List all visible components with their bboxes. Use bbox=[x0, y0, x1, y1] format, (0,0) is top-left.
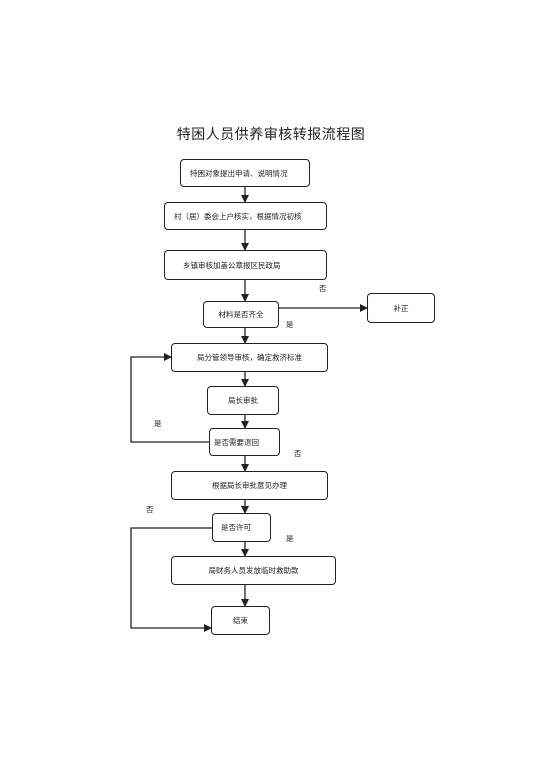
step-village-text: 村（居）委会上户核实，根据情况初核 bbox=[174, 211, 302, 221]
label-complete-no: 否 bbox=[319, 284, 327, 293]
decision-permit: 是否许可 bbox=[212, 513, 271, 542]
decision-complete-text: 材料是否齐全 bbox=[218, 310, 264, 319]
step-township: 乡镇审核加盖公章报区民政局 bbox=[164, 250, 327, 280]
decision-return-text: 是否需要退回 bbox=[214, 437, 259, 447]
step-apply-text: 特困对象提出申请、说明情况 bbox=[190, 168, 288, 178]
arrow-return-loop-to-leader bbox=[130, 353, 209, 443]
arrow-permit-to-end bbox=[130, 527, 212, 632]
diagram-title: 特困人员供养审核转报流程图 bbox=[176, 127, 366, 143]
step-director: 局长审批 bbox=[207, 386, 279, 415]
label-return-yes: 是 bbox=[154, 419, 162, 428]
step-apply: 特困对象提出申请、说明情况 bbox=[180, 159, 310, 187]
decision-complete: 材料是否齐全 bbox=[203, 301, 279, 328]
step-supplement-text: 补正 bbox=[393, 303, 409, 313]
step-leader-text: 局分管领导审核，确定救济标准 bbox=[197, 353, 302, 362]
step-handle-text: 根据局长审批意见办理 bbox=[212, 481, 287, 490]
step-township-text: 乡镇审核加盖公章报区民政局 bbox=[183, 260, 281, 270]
step-end: 结束 bbox=[211, 606, 270, 635]
label-permit-yes: 是 bbox=[286, 534, 294, 543]
step-supplement: 补正 bbox=[367, 293, 435, 323]
step-handle: 根据局长审批意见办理 bbox=[171, 471, 328, 500]
decision-return: 是否需要退回 bbox=[209, 428, 280, 456]
step-village: 村（居）委会上户核实，根据情况初核 bbox=[164, 202, 327, 230]
label-permit-no: 否 bbox=[146, 505, 154, 514]
label-return-no: 否 bbox=[294, 449, 302, 458]
label-complete-yes: 是 bbox=[286, 320, 294, 329]
step-leader: 局分管领导审核，确定救济标准 bbox=[171, 343, 328, 372]
step-finance-text: 局财务人员发放临时救助款 bbox=[208, 566, 299, 575]
step-director-text: 局长审批 bbox=[228, 396, 258, 405]
step-finance: 局财务人员发放临时救助款 bbox=[171, 556, 336, 585]
step-end-text: 结束 bbox=[233, 616, 248, 625]
decision-permit-text: 是否许可 bbox=[221, 523, 251, 532]
